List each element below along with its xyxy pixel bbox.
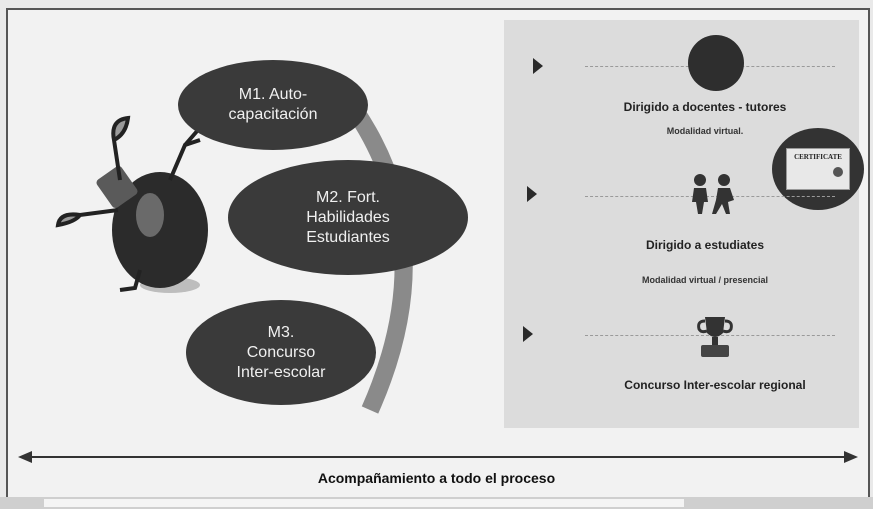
trophy-icon xyxy=(697,317,733,357)
module-m2-oval: M2. Fort. Habilidades Estudiantes xyxy=(228,160,468,275)
module-m1-line2: capacitación xyxy=(228,106,318,123)
detail-1-title: Dirigido a docentes - tutores xyxy=(623,100,787,114)
module-m3-oval: M3. Concurso Inter-escolar xyxy=(186,300,376,405)
module-m1-oval: M1. Auto- capacitación xyxy=(178,60,368,150)
module-m1-line1: M1. Auto- xyxy=(238,86,308,103)
arrow-left-icon xyxy=(18,451,32,463)
arrow-right-icon xyxy=(844,451,858,463)
divider xyxy=(585,335,835,336)
module-m3-line3: Inter-escolar xyxy=(236,363,326,381)
dark-circle-icon xyxy=(688,35,744,91)
certificate-icon: CERTIFICATE xyxy=(786,148,850,190)
detail-1-subtitle: Modalidad virtual. xyxy=(666,126,744,136)
certificate-label: CERTIFICATE xyxy=(794,153,842,161)
details-panel xyxy=(504,20,859,428)
arrow-marker-icon xyxy=(523,326,533,342)
bottom-strip xyxy=(0,497,873,509)
timeline-line xyxy=(26,456,852,458)
footer-label: Acompañamiento a todo el proceso xyxy=(317,470,556,486)
detail-3-title: Concurso Inter-escolar regional xyxy=(624,378,806,392)
detail-2-subtitle: Modalidad virtual / presencial xyxy=(641,275,769,285)
certificate-seal-icon xyxy=(833,167,843,177)
module-m3-line1: M3. xyxy=(267,323,295,341)
detail-2-title: Dirigido a estudiates xyxy=(645,238,765,252)
people-icon xyxy=(692,174,734,214)
arrow-marker-icon xyxy=(533,58,543,74)
certificate-badge: CERTIFICATE xyxy=(772,128,864,210)
divider xyxy=(585,196,835,197)
module-m2-line1: M2. Fort. xyxy=(315,188,380,206)
bottom-strip-inner xyxy=(44,499,684,507)
module-m3-line2: Concurso xyxy=(246,343,316,361)
arrow-marker-icon xyxy=(527,186,537,202)
module-m2-line3: Estudiantes xyxy=(306,228,390,246)
lightbulb-mascot-icon xyxy=(55,115,208,293)
module-m2-line2: Habilidades xyxy=(306,208,390,226)
